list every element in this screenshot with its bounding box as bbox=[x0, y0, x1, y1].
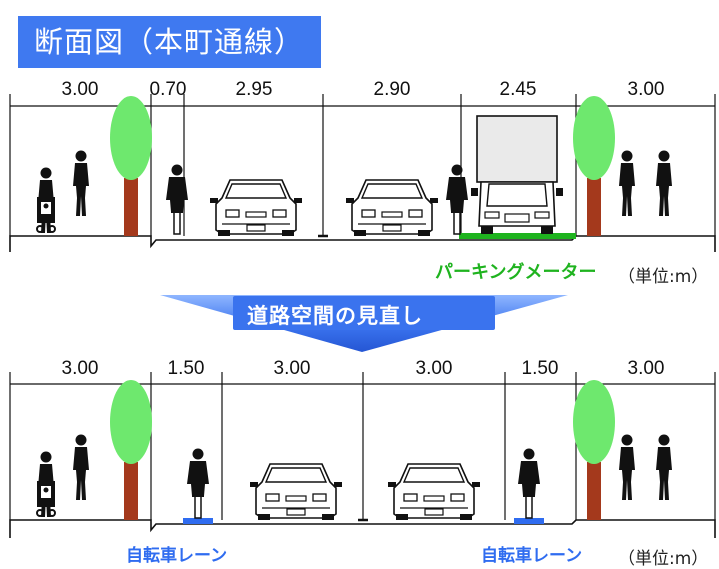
cyclist-icon bbox=[165, 163, 189, 235]
pedestrian-icon bbox=[656, 150, 672, 216]
cyclist-icon bbox=[186, 447, 210, 519]
unit-label: （単位:m） bbox=[618, 267, 709, 287]
diagram-title: 断面図（本町通線） bbox=[18, 16, 321, 68]
pedestrian-icon bbox=[619, 150, 635, 216]
pedestrian-stroller-icon bbox=[36, 166, 56, 234]
banner-label: 道路空間の見直し bbox=[247, 304, 423, 328]
unit-label: （単位:m） bbox=[618, 549, 709, 569]
tree-icon bbox=[110, 380, 152, 520]
dimension-label: 3.00 bbox=[627, 79, 665, 100]
dimension-label: 3.00 bbox=[61, 358, 99, 379]
cyclist-icon bbox=[517, 447, 541, 519]
parking-meter-label: パーキングメーター bbox=[435, 262, 597, 283]
dimension-label: 1.50 bbox=[167, 358, 205, 379]
pedestrian-icon bbox=[619, 434, 635, 500]
dimension-label: 3.00 bbox=[61, 79, 99, 100]
dimension-label: 3.00 bbox=[415, 358, 453, 379]
tree-icon bbox=[573, 380, 615, 520]
car-icon bbox=[387, 463, 481, 521]
tree-icon bbox=[110, 96, 152, 236]
car-icon bbox=[249, 463, 343, 521]
dimension-label: 2.45 bbox=[499, 79, 537, 100]
dimension-label: 0.70 bbox=[149, 79, 187, 100]
before-dimensions: 3.00 0.70 2.95 2.90 2.45 3.00 bbox=[0, 79, 719, 103]
dimension-label: 3.00 bbox=[273, 358, 311, 379]
tree-icon bbox=[573, 96, 615, 236]
bike-lane-label-right: 自転車レーン bbox=[481, 546, 583, 566]
cyclist-icon bbox=[445, 163, 469, 235]
after-dimensions: 3.00 1.50 3.00 3.00 1.50 3.00 bbox=[0, 358, 719, 382]
car-icon bbox=[209, 179, 303, 237]
pedestrian-stroller-icon bbox=[36, 450, 56, 518]
truck-icon bbox=[470, 115, 564, 235]
bike-lane-label-left: 自転車レーン bbox=[126, 546, 228, 566]
dimension-label: 3.00 bbox=[627, 358, 665, 379]
dimension-label: 1.50 bbox=[521, 358, 559, 379]
dimension-label: 2.90 bbox=[373, 79, 411, 100]
pedestrian-icon bbox=[73, 150, 89, 216]
dimension-label: 2.95 bbox=[235, 79, 273, 100]
pedestrian-icon bbox=[73, 434, 89, 500]
car-icon bbox=[345, 179, 439, 237]
pedestrian-icon bbox=[656, 434, 672, 500]
